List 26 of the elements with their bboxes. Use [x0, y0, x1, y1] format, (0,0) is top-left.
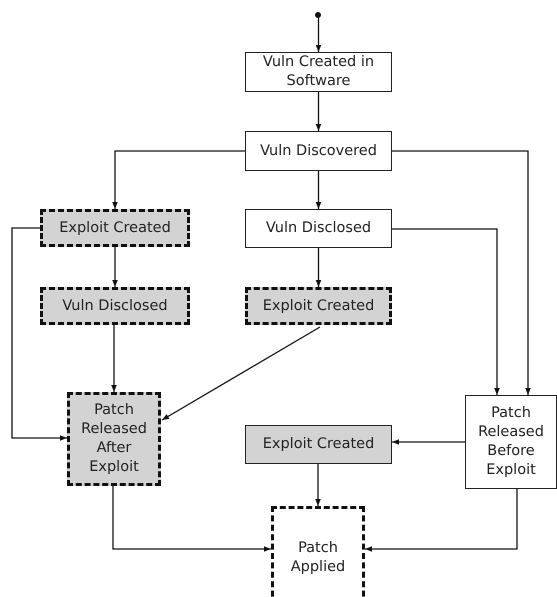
process-box: Vuln Created in Software — [245, 52, 392, 92]
arrow — [11, 227, 67, 441]
arrow — [392, 439, 465, 445]
arrow — [111, 325, 117, 392]
process-box: Patch Applied — [271, 506, 365, 597]
arrow — [392, 228, 500, 395]
arrow — [316, 92, 322, 131]
arrow — [162, 326, 320, 421]
arrow — [365, 489, 518, 552]
process-box: Patch Released After Exploit — [67, 392, 161, 486]
arrow — [316, 248, 322, 287]
arrow — [316, 18, 322, 52]
arrow — [315, 464, 321, 506]
process-box: Exploit Created — [245, 425, 392, 464]
arrow — [112, 150, 245, 209]
process-box: Exploit Created — [40, 209, 190, 247]
process-box: Vuln Disclosed — [245, 209, 392, 248]
process-box: Vuln Discovered — [245, 131, 392, 171]
arrow — [392, 150, 531, 395]
arrow — [112, 486, 271, 552]
start-dot — [315, 12, 321, 18]
process-box: Patch Released Before Exploit — [465, 395, 557, 489]
arrow — [316, 171, 322, 209]
arrow — [112, 247, 118, 287]
process-box: Exploit Created — [245, 287, 392, 325]
process-box: Vuln Disclosed — [40, 287, 190, 325]
